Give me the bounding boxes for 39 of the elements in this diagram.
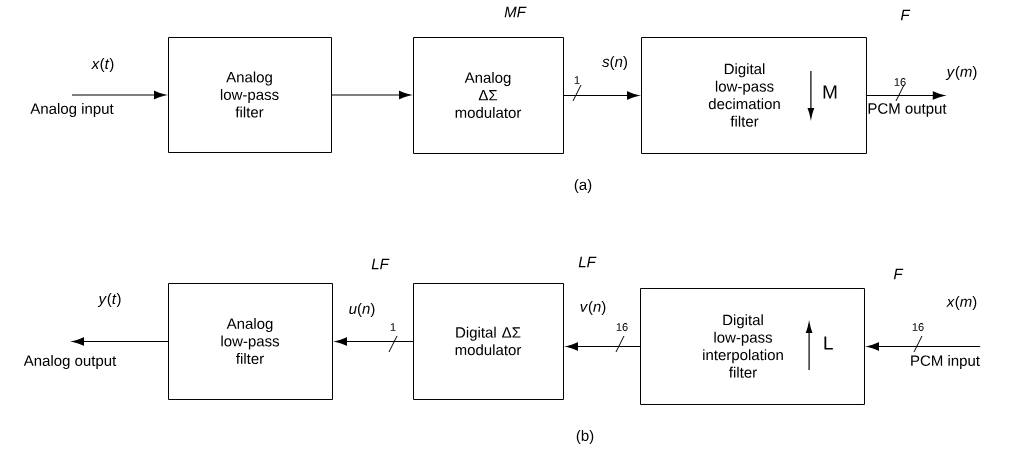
arrow: [331, 90, 411, 100]
block-box: Digital low-pass interpolation filter L: [640, 288, 865, 405]
arrow: [71, 90, 166, 100]
arrow: [335, 337, 414, 346]
panel-caption: (b): [576, 430, 594, 444]
io-label: PCM input: [911, 355, 980, 369]
arrow: [72, 337, 169, 346]
io-label: Analog input: [30, 103, 114, 117]
block-box: Analog low-pass filter: [168, 283, 333, 400]
panel-caption: (a): [574, 179, 592, 193]
signal-label: u(n): [349, 303, 375, 317]
io-label: Analog output: [23, 355, 117, 369]
arrow: [867, 342, 981, 351]
arrow: [566, 342, 641, 351]
bus-width-label: 16: [912, 323, 924, 331]
rate-label: F: [893, 268, 904, 280]
block-box: Analog ΔΣ modulator: [413, 37, 564, 154]
rate-label: F: [900, 9, 911, 21]
signal-label: y(t): [97, 293, 121, 307]
block-box: Analog low-pass filter: [168, 37, 332, 153]
arrow: [866, 91, 945, 100]
block-box: Digital low-pass decimation filter M: [641, 37, 867, 154]
factor-label: L: [824, 336, 833, 350]
rate-label: LF: [578, 256, 597, 268]
bus-width-label: 16: [894, 78, 906, 86]
rate-label: LF: [371, 258, 390, 270]
signal-label: v(n): [580, 301, 606, 315]
bus-width-label: 16: [616, 323, 628, 331]
factor-label: M: [823, 85, 837, 99]
block-box: Digital ΔΣ modulator: [413, 283, 564, 400]
signal-label: x(t): [91, 58, 114, 72]
io-label: PCM output: [868, 103, 947, 117]
signal-label: x(m): [946, 296, 977, 310]
signal-label: s(n): [602, 56, 627, 70]
rate-label: MF: [504, 6, 527, 18]
signal-label: y(m): [945, 66, 977, 80]
arrow: [563, 91, 639, 100]
bus-width-label: 1: [390, 323, 396, 331]
bus-width-label: 1: [574, 76, 580, 84]
